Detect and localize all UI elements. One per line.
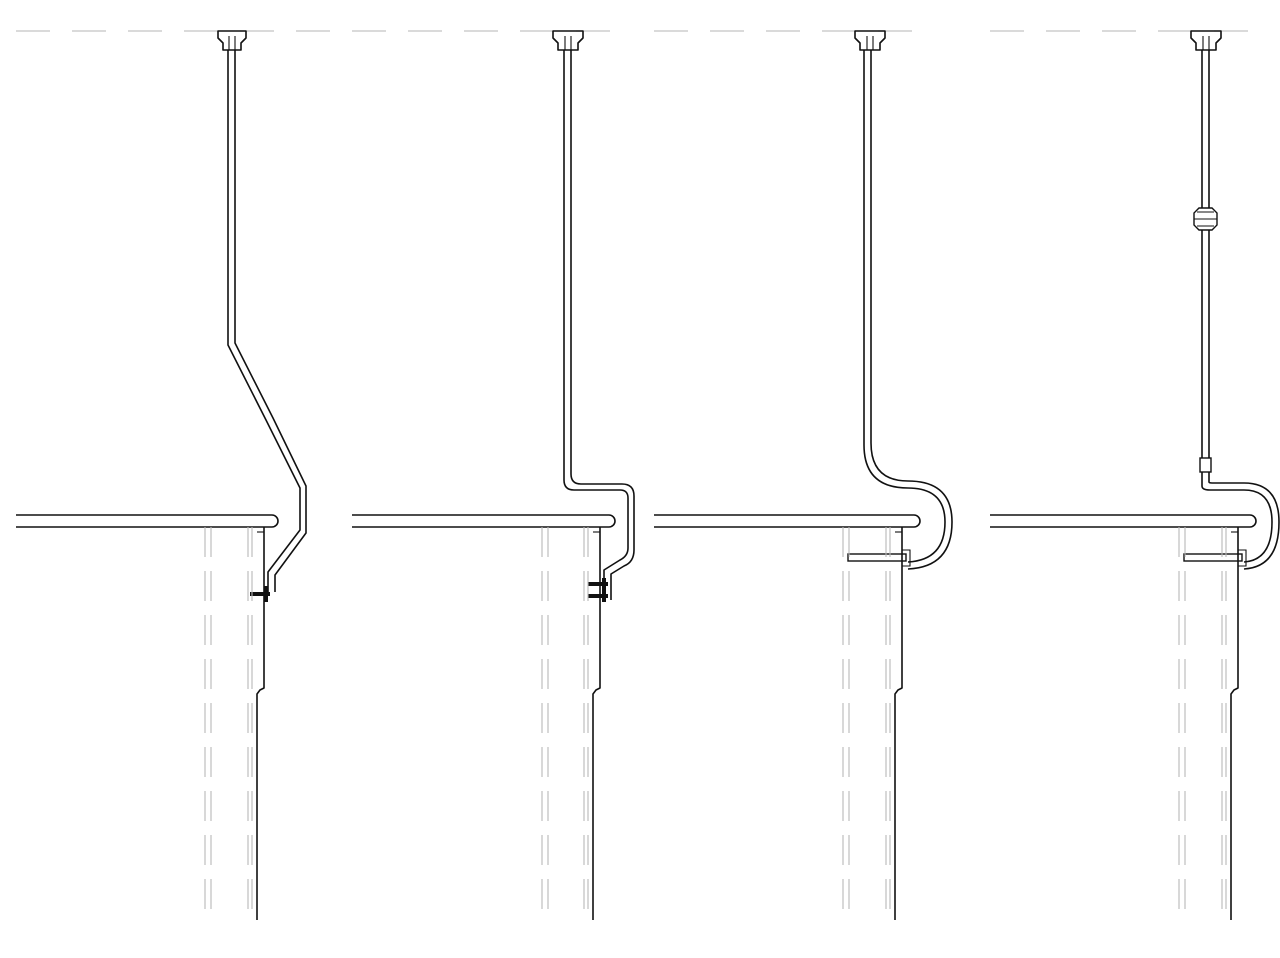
cabinet-face (256, 527, 265, 920)
bracket-plate (847, 553, 907, 562)
rod-collar-ring (1194, 211, 1217, 227)
bracket-clip (1238, 549, 1247, 567)
rod-coupler (1199, 457, 1212, 473)
counter-top (16, 514, 279, 528)
ceiling-mount-slot (228, 36, 236, 50)
bracket-bolt-head (264, 586, 268, 602)
drop-rod (863, 50, 946, 563)
ceiling-mount-slot (564, 36, 572, 50)
drop-rod-inner (870, 50, 953, 570)
bracket-bolt-head (602, 578, 606, 602)
ceiling-mount-slot (866, 36, 874, 50)
detail-3 (654, 30, 953, 920)
bracket-bolt (588, 582, 608, 586)
ceiling-mount-slot (1202, 36, 1210, 50)
bracket-bolt (250, 592, 270, 596)
drop-rod (563, 50, 629, 600)
cabinet-face (1230, 527, 1239, 920)
counter-top (990, 514, 1257, 528)
bracket-bolt (588, 594, 608, 598)
counter-top (654, 514, 921, 528)
detail-4 (990, 30, 1280, 920)
bracket-plate (1183, 553, 1243, 562)
ceiling-mount (1190, 30, 1222, 51)
ceiling-mount (854, 30, 886, 51)
drop-rod-inner (570, 50, 635, 600)
drop-rod-inner (234, 50, 307, 592)
ceiling-mount (552, 30, 584, 51)
counter-top (352, 514, 616, 528)
cabinet-face (592, 527, 601, 920)
bracket-clip (902, 549, 911, 567)
detail-1 (16, 30, 330, 920)
drop-rod-inner (1208, 472, 1280, 570)
detail-2 (352, 30, 635, 920)
ceiling-mount (217, 30, 247, 51)
cabinet-face (894, 527, 903, 920)
drop-rod (227, 50, 301, 592)
drop-rod (1201, 472, 1273, 563)
